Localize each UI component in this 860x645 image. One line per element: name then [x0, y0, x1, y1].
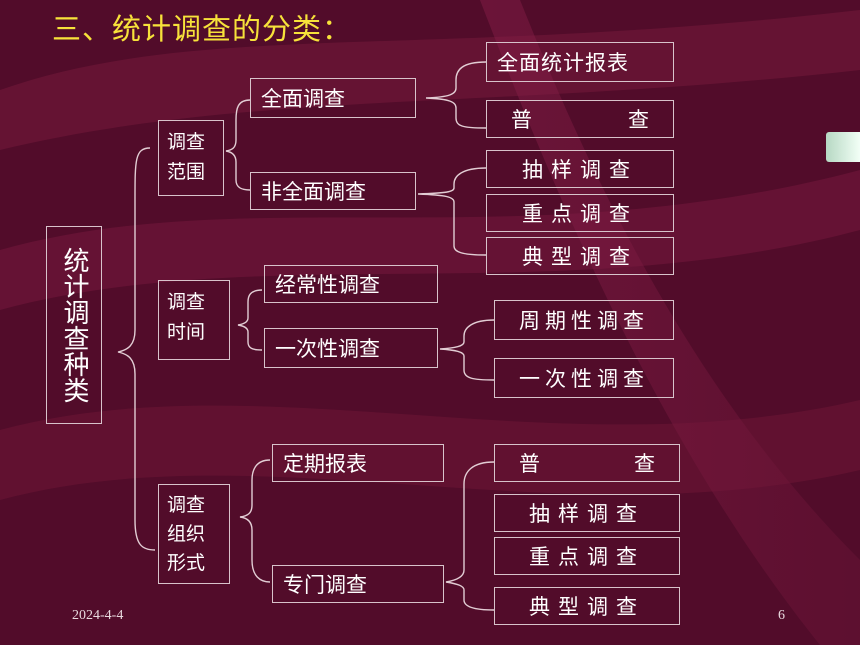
leaf-text: 查 [634, 452, 655, 476]
leaf-typical-survey: 典型调查 [486, 237, 674, 275]
group-label-line: 调查 [167, 494, 206, 516]
group-label-line: 调查 [167, 131, 206, 153]
leaf-full-statistical-report: 全面统计报表 [486, 42, 674, 82]
node-special-survey: 专门调查 [272, 565, 444, 603]
leaf-key-survey: 重点调查 [486, 194, 674, 232]
leaf-text: 查 [628, 108, 649, 132]
leaf-sample-survey-2: 抽样调查 [494, 494, 680, 532]
leaf-typical-survey-2: 典型调查 [494, 587, 680, 625]
node-periodic-report: 定期报表 [272, 444, 444, 482]
root-node: 统计调查种类 [46, 226, 102, 424]
group-label-organization: 调查 组织 形式 [158, 484, 230, 584]
group-label-line: 范围 [167, 161, 206, 183]
leaf-census: 普 查 [486, 100, 674, 138]
group-label-line: 组织 [167, 523, 206, 545]
group-label-time: 调查 时间 [158, 280, 230, 360]
group-label-scope: 调查 范围 [158, 120, 224, 196]
leaf-text: 普 [519, 452, 540, 476]
leaf-periodic-survey: 周期性调查 [494, 300, 674, 340]
group-label-line: 时间 [167, 321, 206, 343]
node-full-survey: 全面调查 [250, 78, 416, 118]
side-tab-decoration [826, 132, 860, 162]
footer-date: 2024-4-4 [72, 608, 124, 623]
slide-title: 三、统计调查的分类： [52, 12, 353, 46]
leaf-key-survey-2: 重点调查 [494, 537, 680, 575]
group-label-line: 调查 [167, 291, 206, 313]
leaf-one-time-survey: 一次性调查 [494, 358, 674, 398]
leaf-text: 普 [511, 108, 532, 132]
leaf-census-2: 普 查 [494, 444, 680, 482]
node-regular-survey: 经常性调查 [264, 265, 438, 303]
group-label-line: 形式 [167, 552, 206, 574]
node-one-time-survey: 一次性调查 [264, 328, 438, 368]
node-partial-survey: 非全面调查 [250, 172, 416, 210]
page-number: 6 [778, 608, 785, 623]
leaf-sample-survey: 抽样调查 [486, 150, 674, 188]
